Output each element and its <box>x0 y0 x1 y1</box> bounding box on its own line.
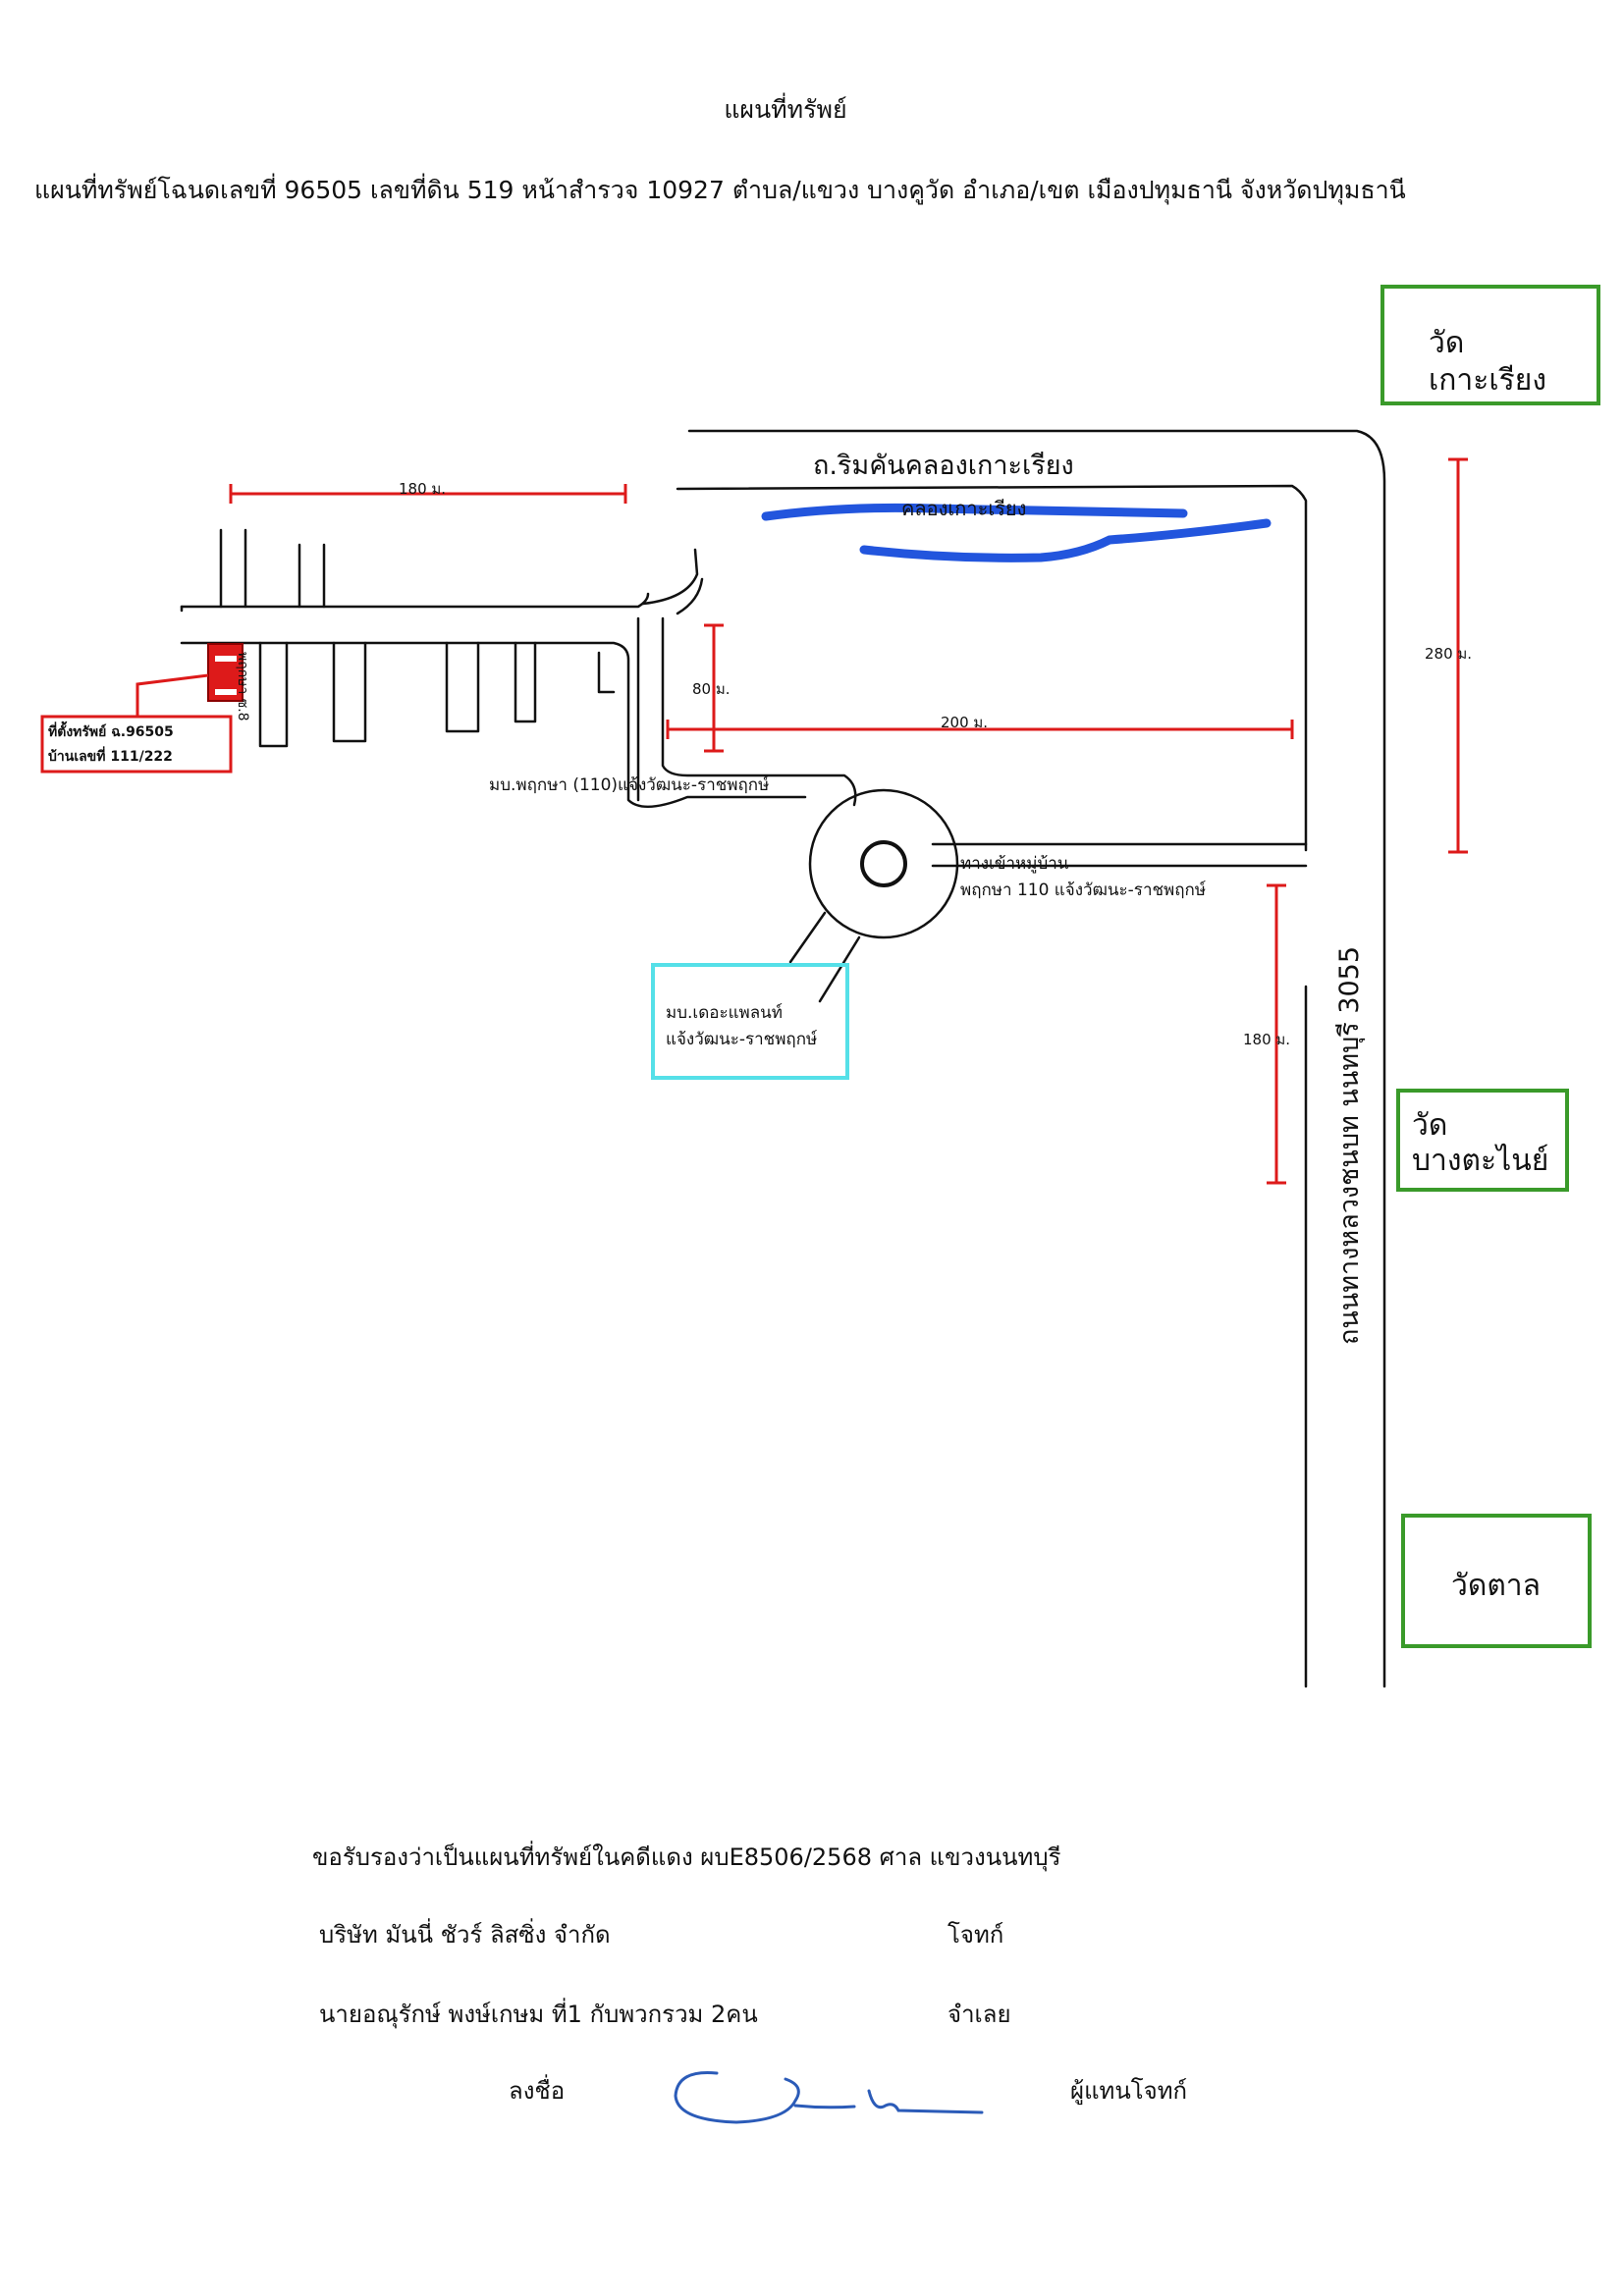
distance-right-bottom-label: 180 ม. <box>1243 1031 1291 1048</box>
temple-bang-tanai-box: วัด บางตะไนย์ <box>1396 1089 1569 1192</box>
connector-road-right <box>661 616 857 807</box>
planet-road-left <box>788 911 827 964</box>
property-label-line1: ที่ตั้งทรัพย์ ฉ.96505 <box>48 724 174 740</box>
property-label-box <box>40 715 233 774</box>
sign-label: ลงชื่อ <box>509 2077 566 2105</box>
distance-right-bottom <box>1267 883 1286 1185</box>
property-map <box>40 429 1468 1688</box>
temple-koh-riang-box: วัด เกาะเรียง <box>1380 285 1600 405</box>
village-label: มบ.พฤกษา (110)แจ้งวัฒนะ-ราชพฤกษ์ <box>489 775 770 795</box>
village-road-bottom <box>180 641 807 809</box>
soi-top-branch <box>298 543 326 609</box>
defendant-role: จำเลย <box>947 2001 1011 2028</box>
plaintiff-role: โจทก์ <box>947 1921 1004 1949</box>
canal-name-label: คลองเกาะเรียง <box>901 497 1027 520</box>
roundabout-inner <box>860 840 907 887</box>
temple-koh-riang-label-line1: วัด <box>1429 326 1465 360</box>
certify-text: ขอรับรองว่าเป็นแผนที่ทรัพย์ในคดีแดง ผบE8… <box>312 1843 1061 1871</box>
soi8-label: พฤกษา ซ.8 <box>235 652 250 721</box>
entrance-label-line2: พฤกษา 110 แจ้งวัฒนะ-ราชพฤกษ์ <box>960 881 1207 900</box>
main-road-outer-edge <box>687 429 1386 1688</box>
the-planet-box <box>651 963 849 1080</box>
entrance-label-line1: ทางเข้าหมู่บ้าน <box>960 854 1069 874</box>
document-subtitle: แผนที่ทรัพย์โฉนดเลขที่ 96505 เลขที่ดิน 5… <box>34 176 1406 204</box>
temple-wat-tan-label: วัดตาล <box>1451 1569 1542 1603</box>
canal-road-label: ถ.ริมคันคลองเกาะเรียง <box>813 451 1074 481</box>
distance-horizontal <box>666 720 1294 739</box>
soi-top-branch <box>219 528 247 609</box>
distance-horizontal-label: 200 ม. <box>941 714 989 731</box>
distance-right-top <box>1448 457 1468 854</box>
distance-top-label: 180 ม. <box>399 480 447 498</box>
connector-curve <box>641 548 704 615</box>
temple-wat-tan-box: วัดตาล <box>1401 1514 1592 1648</box>
soi-branch <box>332 641 367 743</box>
defendant-name: นายอณุรักษ์ พงษ์เกษม ที่1 กับพวกรวม 2คน <box>319 2001 758 2028</box>
temple-bang-tanai-label-line2: บางตะไนย์ <box>1412 1144 1549 1178</box>
plaintiff-name: บริษัท มันนี่ ชัวร์ ลิสซิ่ง จำกัด <box>319 1921 611 1949</box>
distance-vertical-label: 80 ม. <box>692 680 731 698</box>
canal-line-top <box>761 503 1188 521</box>
property-label-line2: บ้านเลขที่ 111/222 <box>48 749 173 765</box>
soi8-road <box>258 641 289 748</box>
the-planet-label-line1: มบ.เดอะแพลนท์ <box>666 1003 783 1023</box>
the-planet-label-line2: แจ้งวัฒนะ-ราชพฤกษ์ <box>666 1030 818 1049</box>
signature-image <box>674 2070 984 2124</box>
distance-top <box>229 484 627 504</box>
soi-branch <box>514 641 537 723</box>
main-road-label: ถนนทางหลวงชนบท นนทบุรี 3055 <box>1334 945 1365 1345</box>
document-title: แผนที่ทรัพย์ <box>724 95 847 124</box>
temple-koh-riang-label-line2: เกาะเรียง <box>1429 363 1546 398</box>
property-marker-icon <box>135 643 244 719</box>
sign-role: ผู้แทนโจทก์ <box>1070 2077 1188 2105</box>
temple-bang-tanai-label-line1: วัด <box>1412 1108 1448 1143</box>
soi-branch <box>597 651 616 694</box>
village-road-top <box>180 592 650 609</box>
main-road-inner-edge <box>676 484 1308 852</box>
canal-line-bottom <box>859 518 1272 562</box>
soi-branch <box>445 641 480 733</box>
distance-right-top-label: 280 ม. <box>1425 645 1473 663</box>
planet-road-right <box>818 935 861 1003</box>
roundabout-outer <box>808 788 959 939</box>
